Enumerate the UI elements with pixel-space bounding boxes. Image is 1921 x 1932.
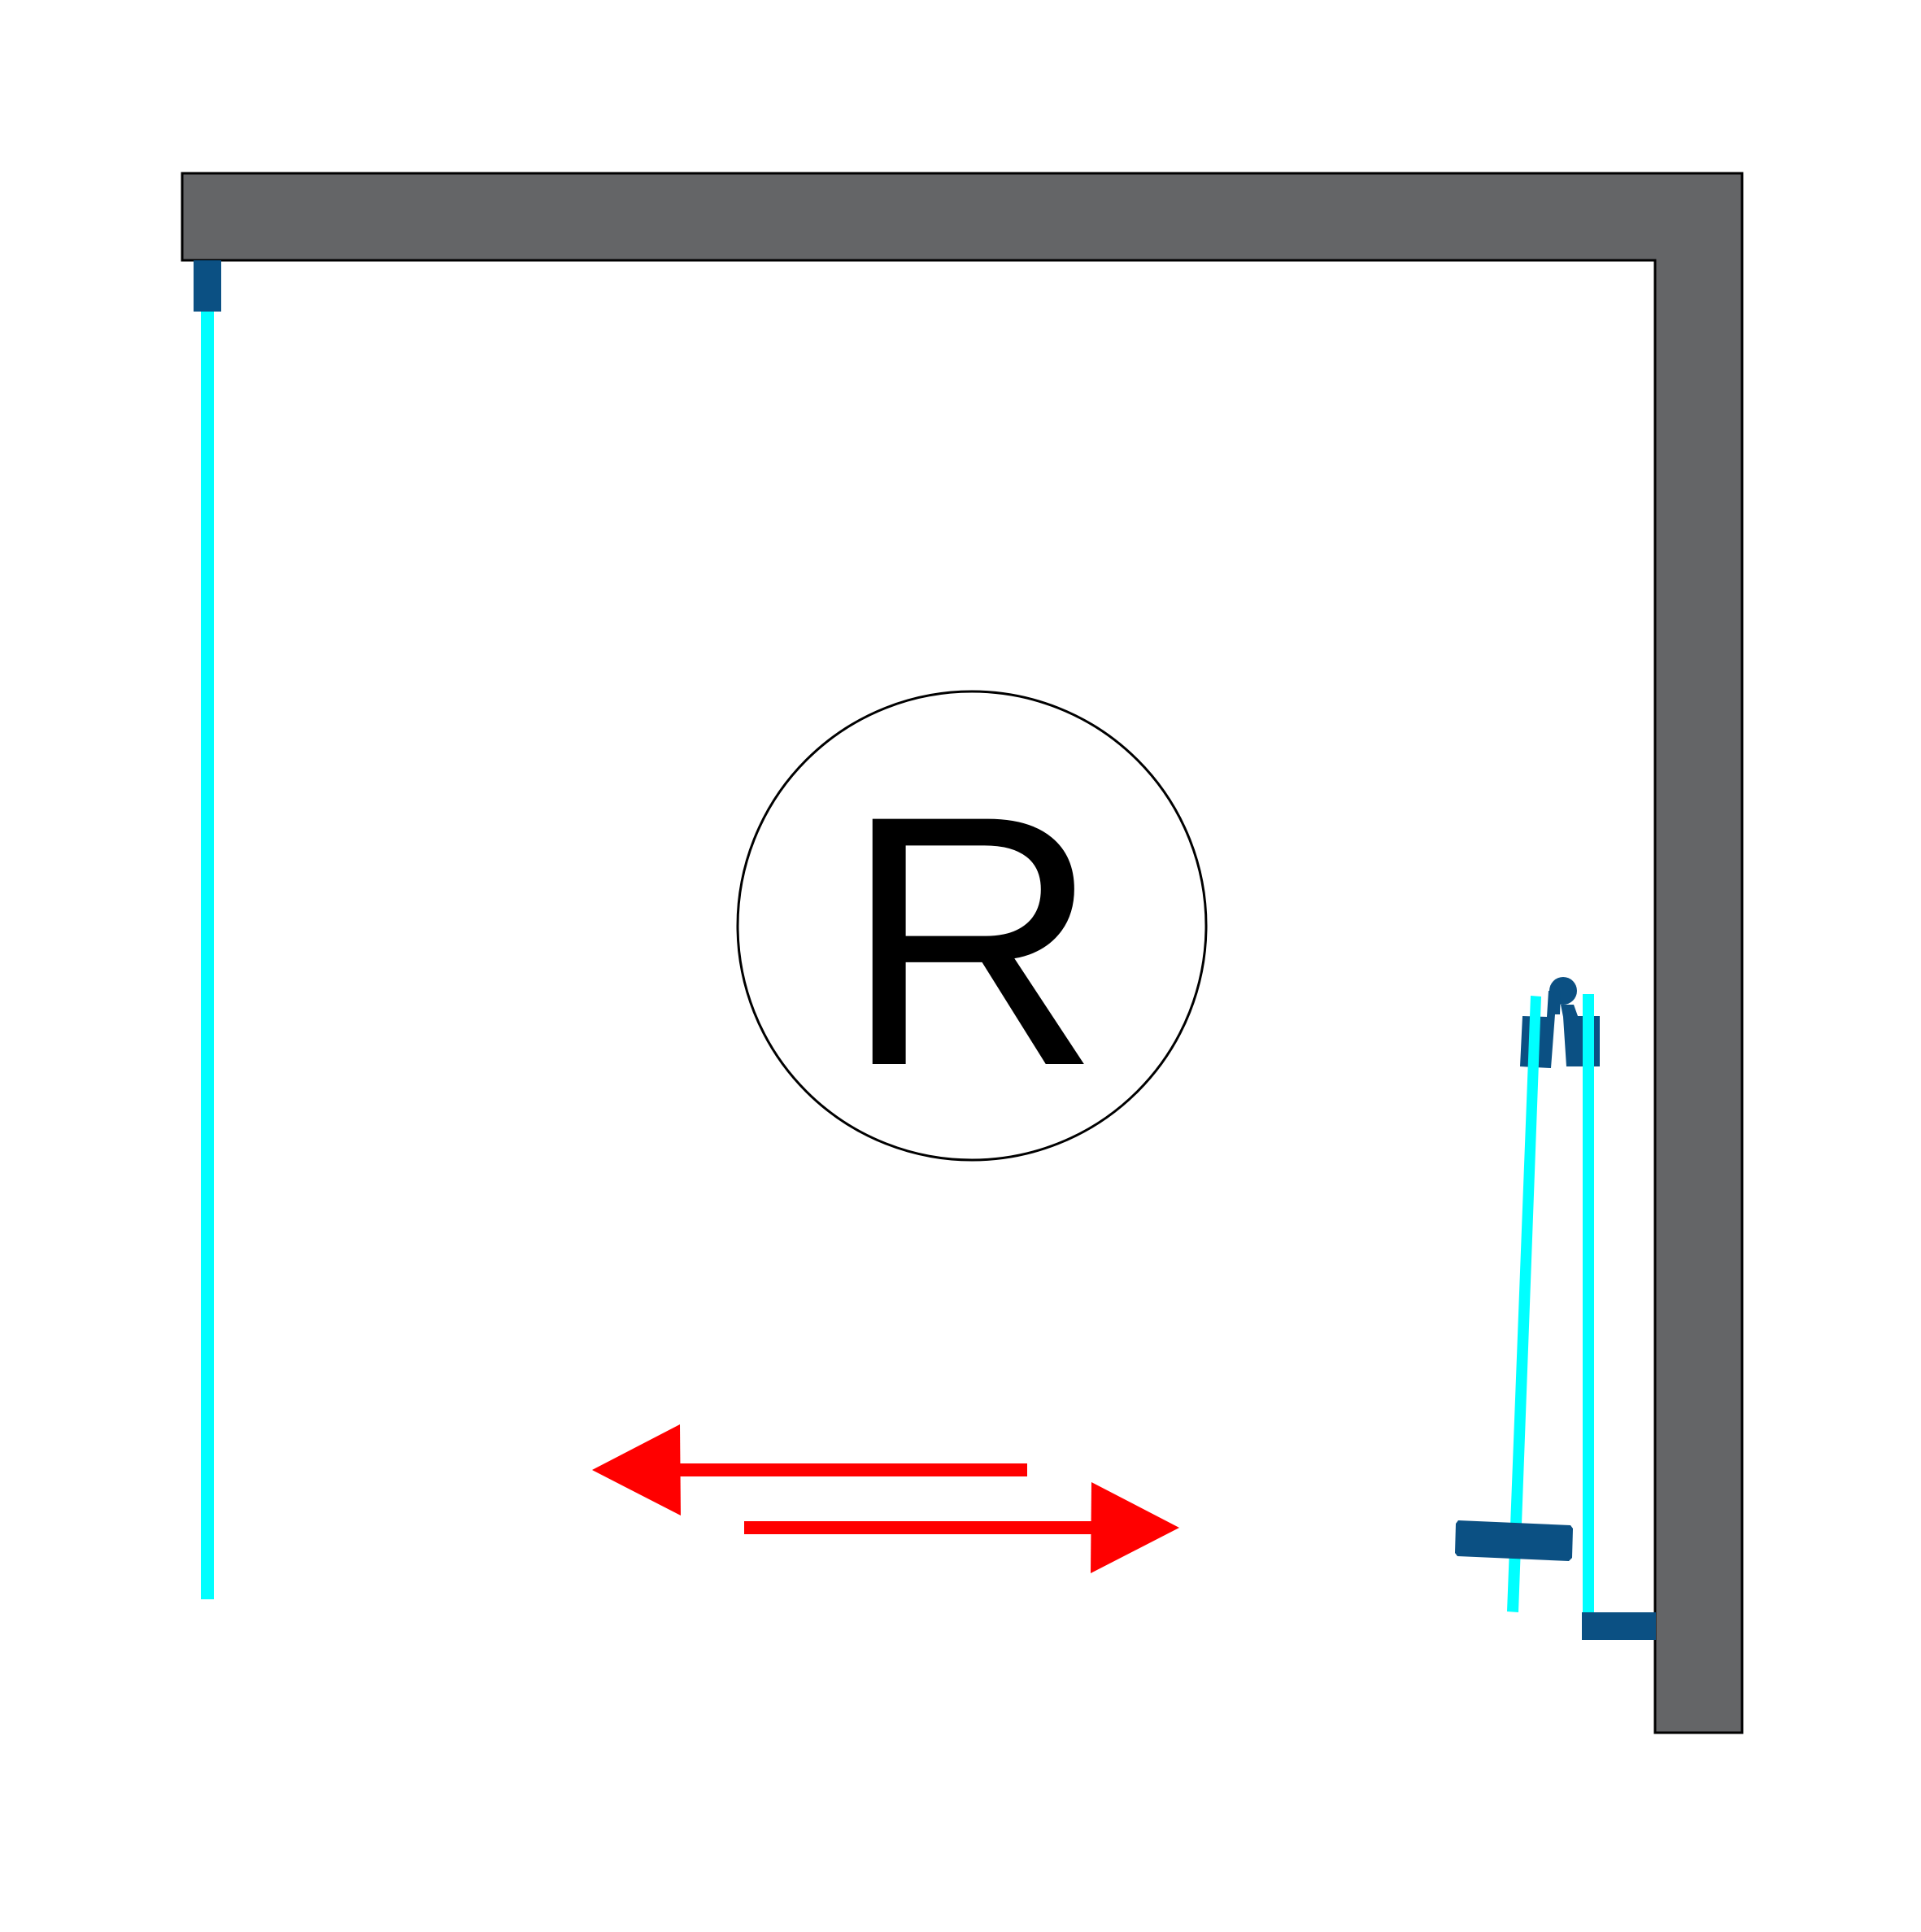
arrow-right-icon <box>744 1482 1179 1573</box>
arrow-left-icon <box>592 1424 1027 1516</box>
right-wall-bracket <box>1582 1612 1656 1640</box>
door-bottom-clamp <box>1455 1520 1573 1561</box>
hand-marker-circle <box>736 690 1208 1162</box>
door-glass-panel <box>1507 996 1541 1612</box>
wall-corner <box>181 172 1744 1734</box>
left-glass-panel <box>201 309 214 1599</box>
left-wall-bracket <box>194 260 221 312</box>
fixed-glass-panel <box>1583 994 1594 1614</box>
right-door-assembly <box>1455 977 1656 1640</box>
hand-marker-letter: R <box>843 741 1100 1140</box>
